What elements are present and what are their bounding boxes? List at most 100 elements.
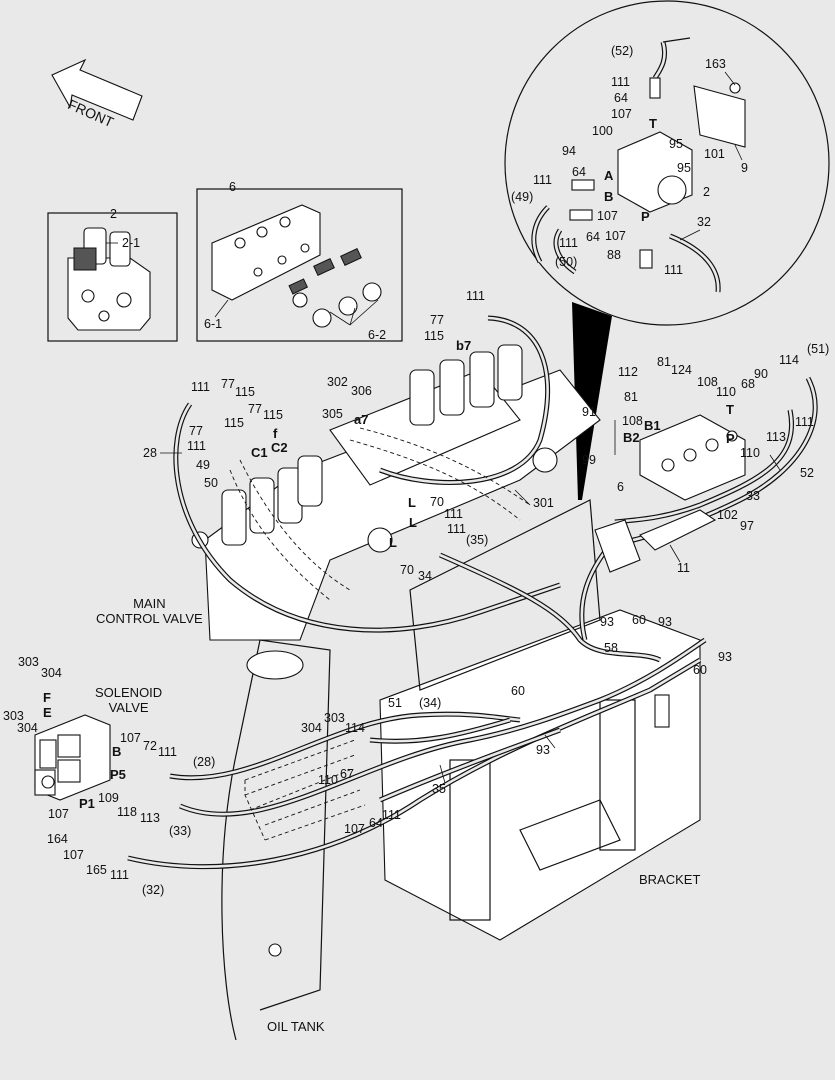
callout-label: 2 [110, 207, 117, 221]
callout-label: 107 [48, 807, 69, 821]
mounted-valve-drawing [594, 414, 746, 573]
callout-label: L [408, 495, 416, 510]
callout-label: 303 [324, 711, 345, 725]
detail-view-circle [504, 0, 830, 326]
callout-label: 301 [533, 496, 554, 510]
callout-label: (32) [142, 883, 165, 897]
callout-label: 115 [224, 416, 244, 430]
callout-label: (51) [807, 342, 830, 356]
callout-label: 68 [741, 377, 755, 391]
callout-label: 101 [704, 147, 725, 161]
callout-label: F [43, 690, 51, 705]
callout-label: 49 [196, 458, 210, 472]
main-control-valve-caption: MAIN CONTROL VALVE [96, 596, 203, 627]
callout-label: 28 [143, 446, 157, 460]
callout-label: 58 [604, 641, 618, 655]
callout-label: 111 [447, 522, 467, 536]
callout-label: 32 [697, 215, 711, 229]
callout-label: 113 [140, 811, 160, 825]
callout-label: C2 [271, 440, 288, 455]
callout-label: 6 [617, 480, 624, 494]
inset-box-part-6 [196, 188, 403, 342]
callout-label: 111 [559, 236, 579, 250]
callout-label: 64 [614, 91, 628, 105]
callout-label: 107 [611, 107, 632, 121]
callout-label: 72 [143, 739, 157, 753]
callout-label: (28) [193, 755, 216, 769]
callout-label: 35 [432, 782, 446, 796]
callout-label: 108 [697, 375, 718, 389]
callout-label: B [112, 744, 122, 759]
callout-label: 93 [536, 743, 550, 757]
callout-label: 163 [705, 57, 726, 71]
callout-label: T [726, 402, 734, 417]
callout-label: 111 [444, 507, 464, 521]
callout-label: 107 [120, 731, 141, 745]
callout-label: 114 [779, 353, 799, 367]
callout-label: 107 [344, 822, 365, 836]
callout-label: 304 [41, 666, 62, 680]
callout-label: 111 [110, 868, 130, 882]
callout-label: 81 [657, 355, 671, 369]
callout-label: 95 [677, 161, 691, 175]
callout-label: 107 [63, 848, 84, 862]
callout-label: 77 [430, 313, 444, 327]
callout-label: 88 [607, 248, 621, 262]
callout-label: 304 [17, 721, 38, 735]
main-control-valve-drawing [191, 344, 601, 641]
callout-label: 111 [187, 439, 207, 453]
callout-label: 2-1 [122, 236, 141, 250]
bracket-caption: BRACKET [639, 872, 701, 887]
callout-label: 112 [618, 365, 638, 379]
callout-label: 108 [622, 414, 643, 428]
callout-label: 60 [632, 613, 646, 627]
callout-label: 111 [533, 173, 553, 187]
callout-label: 306 [351, 384, 372, 398]
inset-box-part-2 [47, 212, 178, 342]
callout-label: 107 [597, 209, 618, 223]
callout-label: 304 [301, 721, 322, 735]
callout-label: 64 [369, 816, 383, 830]
callout-label: 111 [158, 745, 178, 759]
front-arrow-icon [51, 58, 143, 121]
callout-label: 110 [318, 773, 338, 787]
callout-label: 111 [795, 415, 815, 429]
solenoid-cartridge-block-drawing [67, 227, 151, 331]
valve-manifold-block-drawing [211, 204, 382, 328]
callout-label: 110 [740, 446, 760, 460]
callout-label: (34) [419, 696, 442, 710]
callout-label: 64 [572, 165, 586, 179]
callout-label: 93 [658, 615, 672, 629]
callout-label: 114 [345, 721, 365, 735]
solenoid-valve-drawing [34, 714, 111, 801]
callout-label: (33) [169, 824, 192, 838]
solenoid-valve-caption-line2: VALVE [108, 699, 149, 715]
callout-label: A [604, 168, 614, 183]
leader-lines [106, 71, 781, 784]
callout-label: 60 [511, 684, 525, 698]
detail-view-pointer [572, 302, 612, 500]
callout-label: 111 [611, 75, 631, 89]
callout-label: 60 [693, 663, 707, 677]
callout-label: 303 [18, 655, 39, 669]
callout-label: 9 [741, 161, 748, 175]
callout-label: 2 [703, 185, 710, 199]
main-control-valve-caption-line1: MAIN [133, 596, 166, 611]
callout-label: 110 [716, 385, 736, 399]
callout-label: 6 [229, 180, 236, 194]
solenoid-valve-caption-line1: SOLENOID [95, 685, 163, 700]
callout-label: L [409, 515, 417, 530]
callout-label: (50) [555, 255, 578, 269]
callout-label: 93 [718, 650, 732, 664]
callout-label: 111 [664, 263, 684, 277]
callout-label: a7 [354, 412, 369, 427]
main-control-valve-caption-line2: CONTROL VALVE [96, 610, 203, 626]
callout-label: 165 [86, 863, 107, 877]
callout-label: 77 [189, 424, 203, 438]
callout-label: 118 [117, 805, 137, 819]
callout-label: (49) [511, 190, 534, 204]
callout-label: T [649, 116, 657, 131]
callout-label: 51 [388, 696, 402, 710]
